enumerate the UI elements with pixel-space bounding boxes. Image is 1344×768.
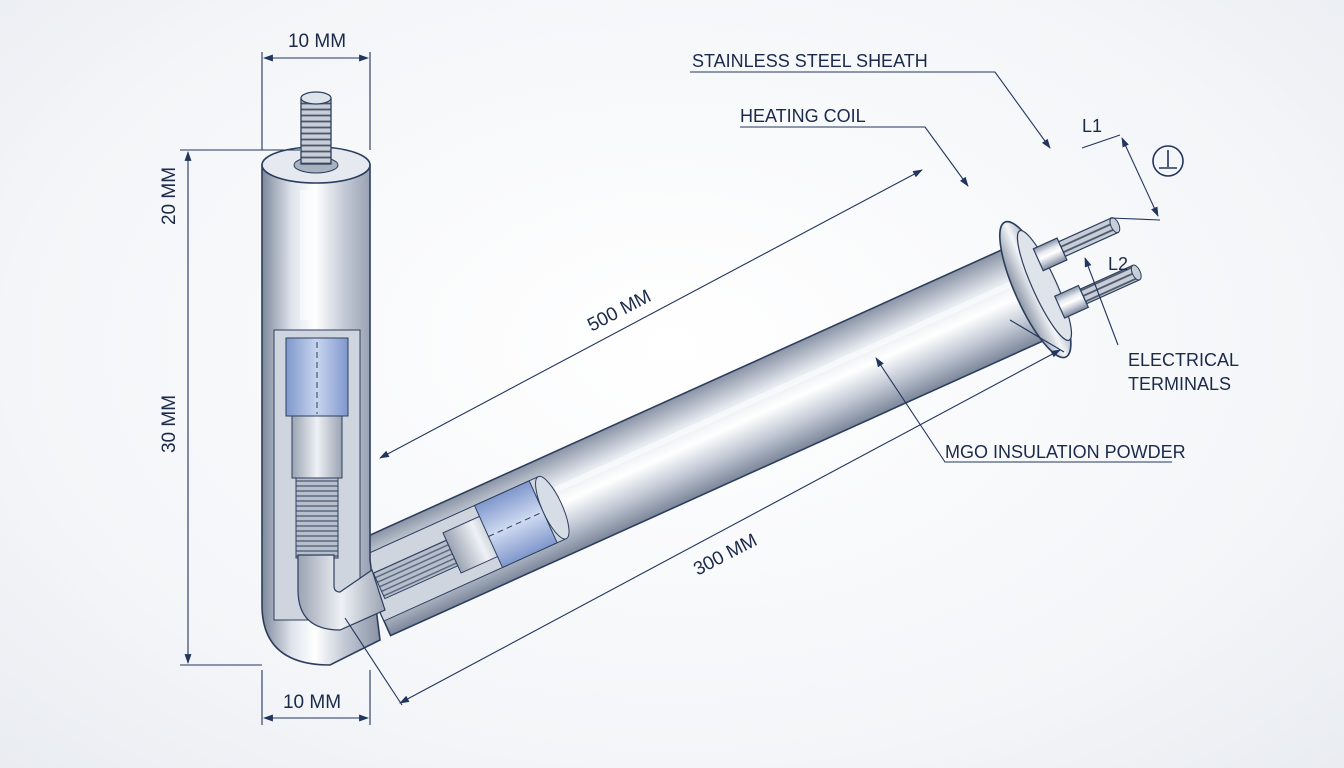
length-300-dimension-line xyxy=(399,349,1061,704)
upper-height-label: 20 MM xyxy=(159,167,180,225)
dimension-lines xyxy=(180,52,1161,725)
insulation-leader xyxy=(875,357,1172,463)
heating-coil-vertical xyxy=(295,477,339,559)
l2-label: L2 xyxy=(1108,254,1128,274)
vertical-tube-section xyxy=(261,91,386,666)
top-width-label: 10 MM xyxy=(288,31,346,52)
terminals-leader xyxy=(1084,257,1119,346)
horizontal-tube-section xyxy=(348,217,1142,637)
lower-height-label: 30 MM xyxy=(159,395,180,453)
length-300-label: 300 MM xyxy=(690,530,761,580)
l1-label: L1 xyxy=(1082,116,1102,136)
leader-lines xyxy=(690,71,1172,463)
sheath-label: STAINLESS STEEL SHEATH xyxy=(692,51,928,71)
sheath-leader xyxy=(690,71,1051,149)
ground-symbol-icon xyxy=(1152,145,1184,177)
top-threaded-stud xyxy=(300,97,332,165)
terminals-label-line2: TERMINALS xyxy=(1128,374,1231,394)
heating-element-body xyxy=(261,91,1142,666)
terminal-spacing-dimension-line xyxy=(1121,137,1159,217)
insulation-label: MGO INSULATION POWDER xyxy=(945,442,1186,462)
bottom-width-label: 10 MM xyxy=(283,692,341,713)
coil-label: HEATING COIL xyxy=(740,106,866,126)
terminal-l1 xyxy=(1032,217,1121,272)
length-500-label: 500 MM xyxy=(584,286,655,336)
terminal-l2 xyxy=(1053,264,1142,319)
coil-leader xyxy=(740,126,969,187)
terminals-label-line1: ELECTRICAL xyxy=(1128,350,1239,370)
